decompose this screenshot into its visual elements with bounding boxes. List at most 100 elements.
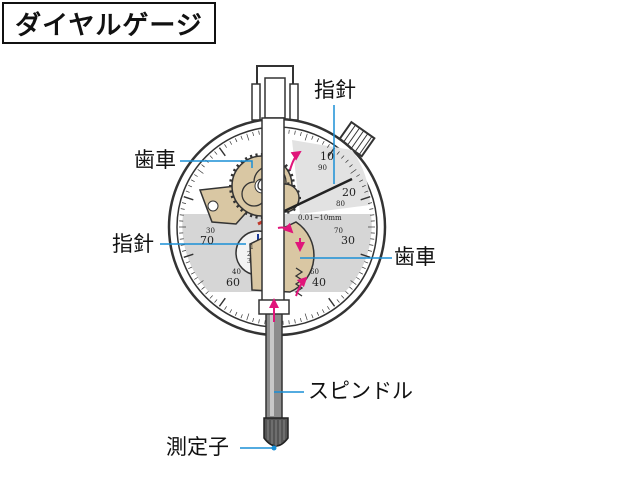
spindle <box>261 117 285 421</box>
label-pointer-left: 指針 <box>112 232 154 256</box>
dial-tick <box>234 311 238 316</box>
dial-tick <box>304 313 308 321</box>
dial-tick <box>185 190 190 193</box>
dial-tick <box>201 286 205 290</box>
outer-number: 70 <box>200 234 214 247</box>
dial-tick <box>240 135 243 140</box>
label-gear-right: 歯車 <box>394 245 436 269</box>
dial-tick <box>311 135 314 140</box>
dial-tick <box>201 164 205 168</box>
dial-tick <box>190 271 195 275</box>
dial-tick <box>300 317 302 323</box>
outer-number: 60 <box>226 276 240 289</box>
revolution-number: 60 <box>310 268 319 276</box>
dial-tick <box>179 214 184 216</box>
dial-tick <box>218 147 226 157</box>
dial-tick <box>349 286 353 290</box>
dial-tick <box>311 314 314 319</box>
dial-tick <box>336 299 340 303</box>
revolution-number: 30 <box>206 227 215 235</box>
dial-tick <box>364 190 369 193</box>
range-text: 0.01~10mm <box>298 214 342 222</box>
dial-tick <box>197 169 204 174</box>
dial-tick <box>258 130 260 135</box>
dial-tick <box>369 244 374 246</box>
dial-tick <box>300 131 302 137</box>
dial-tick <box>264 320 266 325</box>
dial-tick <box>361 184 366 188</box>
dial-tick <box>321 140 325 145</box>
outer-number: 40 <box>312 276 326 289</box>
dial-tick <box>181 202 187 204</box>
dial-tick <box>194 277 198 280</box>
dial-tick <box>194 174 198 177</box>
dial-tick <box>246 133 250 141</box>
label-spindle: スピンドル <box>308 379 413 403</box>
dial-tick <box>341 155 345 159</box>
dial-tick <box>345 291 349 295</box>
dial-tick <box>316 138 320 143</box>
dial-tick <box>364 261 369 264</box>
dial-tick <box>359 179 364 183</box>
dial-tick <box>218 297 226 307</box>
dial-tick <box>188 266 193 270</box>
dial-tick <box>341 295 345 299</box>
dial-tick <box>180 208 185 210</box>
dial-tick <box>214 151 218 155</box>
dial-tick <box>321 309 325 314</box>
dial-tick <box>349 164 353 168</box>
contact-point-marker <box>271 445 277 451</box>
dial-numbers: 10 20 30 40 60 70 90 80 70 60 40 30 0.01… <box>200 150 356 289</box>
dial-tick <box>294 319 296 324</box>
dial-tick <box>179 238 184 240</box>
dial-tick <box>356 277 360 280</box>
dial-tick <box>316 311 320 316</box>
revolution-number: 70 <box>334 227 343 235</box>
dial-tick <box>328 297 336 307</box>
dial-tick <box>181 250 187 252</box>
dial-tick <box>224 306 227 310</box>
dial-tick <box>350 169 357 174</box>
dial-tick <box>252 131 254 137</box>
dial-tick <box>188 184 193 188</box>
dial-tick <box>229 140 233 145</box>
outer-number: 20 <box>342 186 356 199</box>
small-dial-number: 3 <box>247 258 251 265</box>
dial-tick <box>185 261 190 264</box>
dial-tick <box>367 250 373 252</box>
small-dial-number: 2 <box>247 251 251 258</box>
dial-tick <box>209 295 213 299</box>
dial-tick <box>360 196 371 201</box>
revolution-number: 80 <box>336 200 345 208</box>
dial-tick <box>183 253 194 258</box>
leader-lines <box>160 105 392 449</box>
dial-tick <box>258 319 260 324</box>
dial-tick <box>359 271 364 275</box>
stem-cap <box>251 65 299 127</box>
outer-number: 10 <box>320 150 334 163</box>
contact-point-tip <box>263 417 289 447</box>
dial-tick <box>327 144 330 148</box>
dial-tick <box>361 266 366 270</box>
label-contact-point: 測定子 <box>166 435 229 459</box>
main-pointer <box>273 177 353 218</box>
dial-tick <box>370 238 375 240</box>
dial-tick <box>229 309 233 314</box>
dial-tick <box>336 151 340 155</box>
dial-tick <box>369 208 374 210</box>
dial-tick <box>205 291 209 295</box>
dial-tick <box>252 317 254 323</box>
dial-tick <box>214 299 218 303</box>
label-gear-top: 歯車 <box>134 148 176 172</box>
dial-tick <box>360 253 371 258</box>
dial-tick <box>356 174 360 177</box>
motion-arrows <box>269 150 308 322</box>
dial-tick <box>197 280 204 285</box>
dial-tick <box>367 202 373 204</box>
dial-tick <box>370 214 375 216</box>
dial-tick <box>288 129 290 134</box>
small-dial-number: 1 <box>250 244 254 251</box>
dial-tick <box>234 138 238 143</box>
dial-tick <box>190 179 195 183</box>
